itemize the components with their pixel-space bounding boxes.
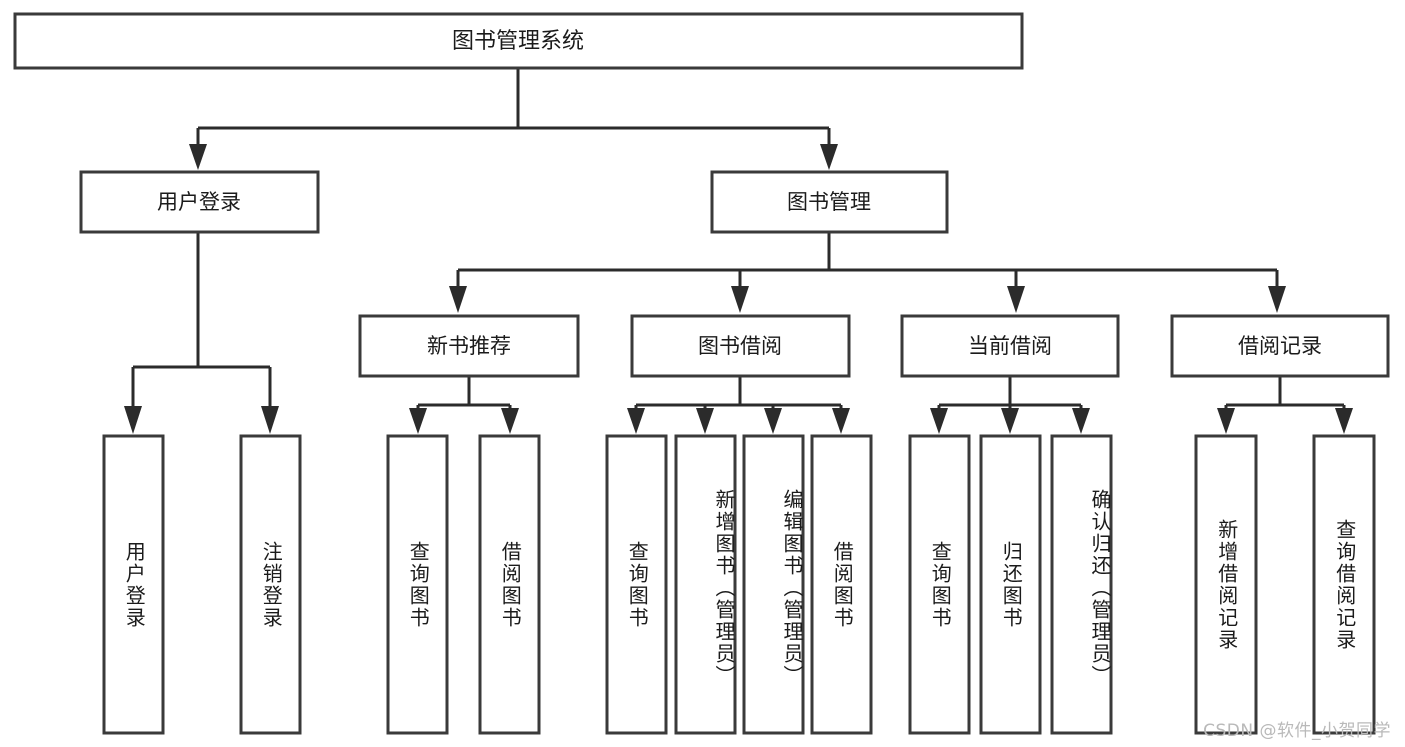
leaf-box-cb-confirm[interactable] xyxy=(1050,434,1113,735)
connectors-layer xyxy=(124,68,1353,434)
node-current-borrow-label: 当前借阅 xyxy=(968,334,1052,358)
arrow-to-leaf-user-login xyxy=(124,406,142,434)
arrow-to-leaf-cb-return xyxy=(1001,408,1019,434)
arrow-to-book-mgmt xyxy=(820,144,838,170)
leaf-box-logout[interactable] xyxy=(239,434,302,735)
arrow-to-leaf-bb-add xyxy=(696,408,714,434)
leaf-box-bb-query[interactable] xyxy=(605,434,668,735)
arrow-to-leaf-nb-borrow xyxy=(501,408,519,434)
arrow-to-leaf-nb-query xyxy=(409,408,427,434)
leaf-box-br-add[interactable] xyxy=(1194,434,1258,735)
arrow-to-borrow-record xyxy=(1268,286,1286,313)
arrow-to-book-borrow xyxy=(731,286,749,313)
arrow-to-leaf-br-query xyxy=(1335,408,1353,434)
arrow-to-leaf-br-add xyxy=(1217,408,1235,434)
node-book-borrow[interactable]: 图书借阅 xyxy=(630,314,851,378)
node-user-login-label: 用户登录 xyxy=(157,190,241,214)
leaf-box-cb-return[interactable] xyxy=(979,434,1042,735)
arrow-to-current-borrow xyxy=(1007,286,1025,313)
arrow-to-user-login xyxy=(189,144,207,170)
leaf-box-nb-query[interactable] xyxy=(386,434,449,735)
leaf-box-cb-query[interactable] xyxy=(908,434,971,735)
node-root-label: 图书管理系统 xyxy=(452,29,584,54)
leaf-box-bb-add[interactable] xyxy=(674,434,737,735)
node-new-book-recommend[interactable]: 新书推荐 xyxy=(358,314,580,378)
leaf-box-bb-borrow[interactable] xyxy=(810,434,873,735)
arrow-to-leaf-bb-edit xyxy=(764,408,782,434)
node-borrow-record-label: 借阅记录 xyxy=(1238,334,1322,358)
arrow-to-leaf-cb-confirm xyxy=(1072,408,1090,434)
node-root[interactable]: 图书管理系统 xyxy=(13,12,1024,70)
node-book-borrow-label: 图书借阅 xyxy=(698,334,782,358)
leaf-box-user-login[interactable] xyxy=(102,434,165,735)
watermark-text: CSDN @软件_小贺同学 xyxy=(1203,721,1391,741)
node-new-book-recommend-label: 新书推荐 xyxy=(427,334,511,358)
node-current-borrow[interactable]: 当前借阅 xyxy=(900,314,1120,378)
arrow-to-leaf-bb-borrow xyxy=(832,408,850,434)
leaf-box-nb-borrow[interactable] xyxy=(478,434,541,735)
node-book-management[interactable]: 图书管理 xyxy=(710,170,949,234)
node-book-management-label: 图书管理 xyxy=(787,190,871,214)
node-borrow-record[interactable]: 借阅记录 xyxy=(1170,314,1390,378)
arrow-to-leaf-logout xyxy=(261,406,279,434)
arrow-to-leaf-cb-query xyxy=(930,408,948,434)
leaf-box-bb-edit[interactable] xyxy=(742,434,805,735)
leaf-box-br-query[interactable] xyxy=(1312,434,1376,735)
arrow-to-new-book-recommend xyxy=(449,286,467,313)
nodes-layer: 图书管理系统 用户登录 图书管理 新书推荐 图书借阅 当前 xyxy=(13,12,1390,735)
node-user-login[interactable]: 用户登录 xyxy=(79,170,320,234)
arrow-to-leaf-bb-query xyxy=(627,408,645,434)
